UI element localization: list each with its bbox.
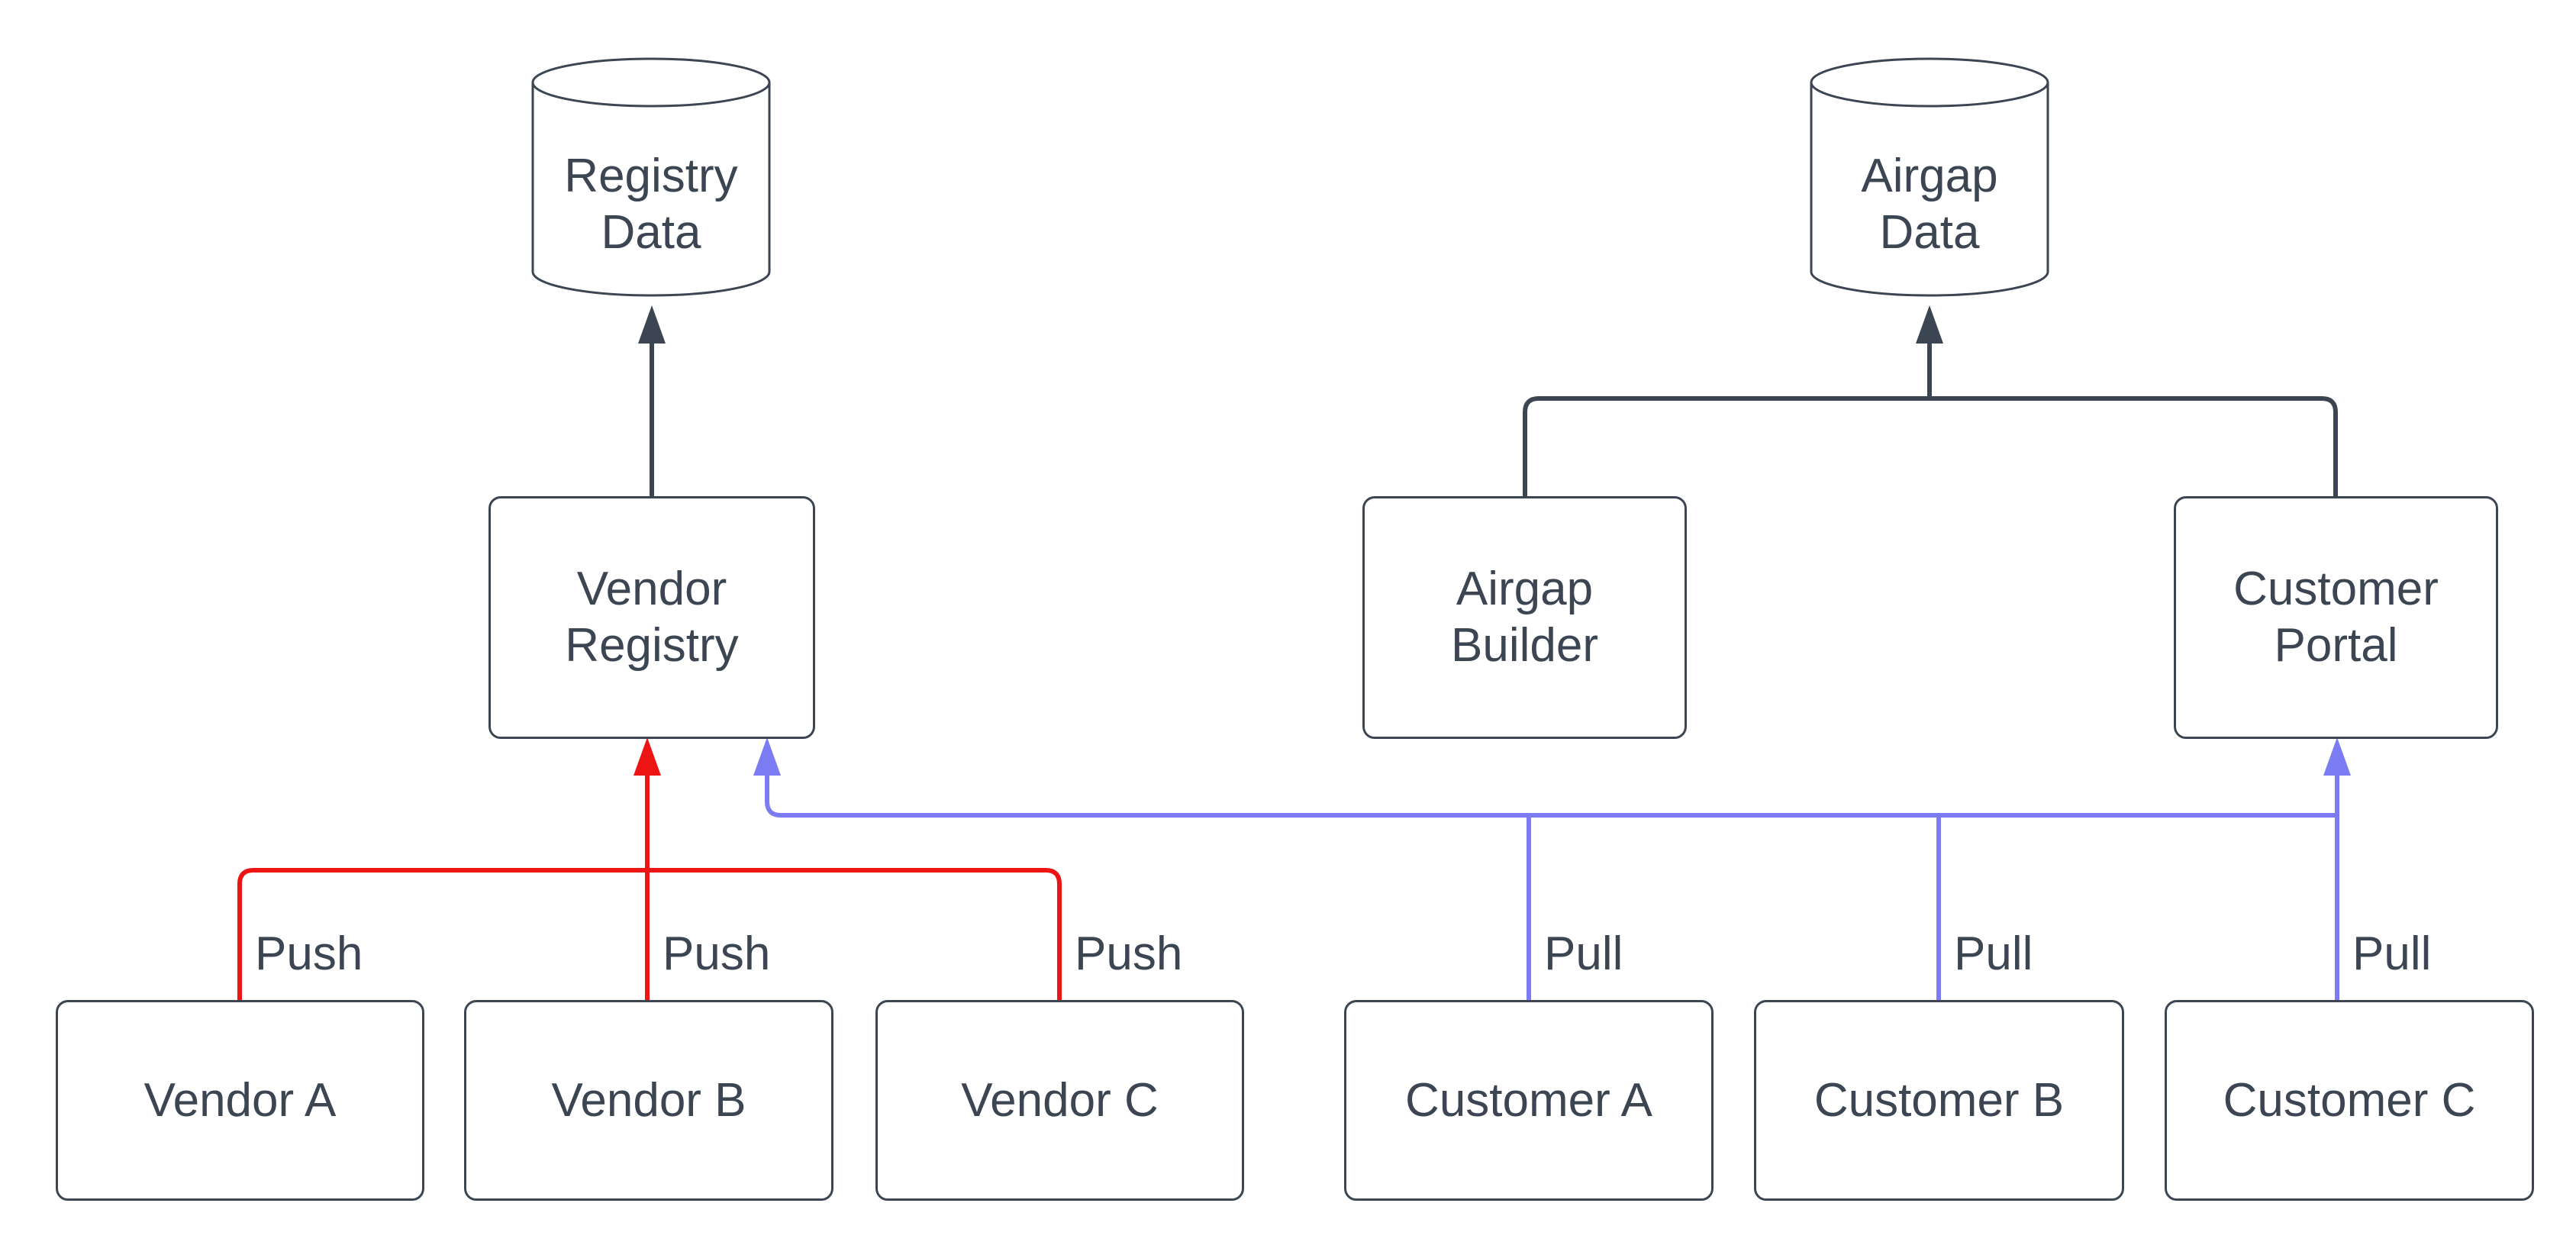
edge-push-arrowhead <box>634 737 661 776</box>
edge-registry-data-arrowhead <box>638 305 666 344</box>
node-vendor-registry: Vendor Registry <box>488 496 815 739</box>
node-label: Vendor A <box>143 1073 337 1127</box>
node-label-line: Registry <box>565 619 739 672</box>
node-label: Vendor B <box>551 1073 746 1127</box>
node-label-line: Registry <box>564 150 738 202</box>
node-label-line: Customer <box>2233 563 2439 615</box>
node-customer-a: Customer A <box>1344 1000 1714 1201</box>
node-airgap-data: Airgap Data <box>1807 55 2052 299</box>
edge-label-push-vendor-b: Push <box>663 927 771 980</box>
node-label-line: Vendor <box>576 563 727 615</box>
database-cylinder-shape <box>1810 57 2049 297</box>
edge-airgap-data-arrowhead <box>1916 305 1943 344</box>
edge-customer-portal-to-junction <box>1930 396 2338 496</box>
edge-pull-arrowhead <box>753 737 781 776</box>
node-label-line: Portal <box>2274 619 2398 672</box>
node-label-line: Data <box>601 206 701 259</box>
edge-pull-rail-to-vendor-registry <box>765 774 2337 818</box>
node-label: Customer B <box>1814 1073 2065 1127</box>
node-customer-b: Customer B <box>1754 1000 2124 1201</box>
node-label-line: Airgap <box>1456 563 1594 615</box>
edge-label-push-vendor-a: Push <box>255 927 363 980</box>
node-label: Customer A <box>1405 1073 1652 1127</box>
node-label: Customer C <box>2223 1073 2476 1127</box>
edge-label-push-vendor-c: Push <box>1075 927 1183 980</box>
edge-label-pull-customer-c: Pull <box>2352 927 2432 980</box>
node-customer-portal: Customer Portal <box>2174 496 2498 739</box>
node-registry-data: Registry Data <box>529 55 773 299</box>
node-label-line: Builder <box>1451 619 1598 672</box>
edge-customer-portal-arrowhead <box>2323 737 2351 776</box>
edge-airgap-builder-to-junction <box>1523 396 1930 496</box>
node-label: Vendor C <box>961 1073 1159 1127</box>
edge-label-pull-customer-a: Pull <box>1544 927 1623 980</box>
node-vendor-b: Vendor B <box>464 1000 833 1201</box>
edge-label-pull-customer-b: Pull <box>1954 927 2033 980</box>
node-vendor-c: Vendor C <box>875 1000 1244 1201</box>
database-cylinder-shape <box>531 57 771 297</box>
node-airgap-builder: Airgap Builder <box>1362 496 1687 739</box>
node-vendor-a: Vendor A <box>56 1000 424 1201</box>
node-label-line: Data <box>1879 206 1980 259</box>
node-label-line: Airgap <box>1861 150 1998 202</box>
node-customer-c: Customer C <box>2165 1000 2534 1201</box>
